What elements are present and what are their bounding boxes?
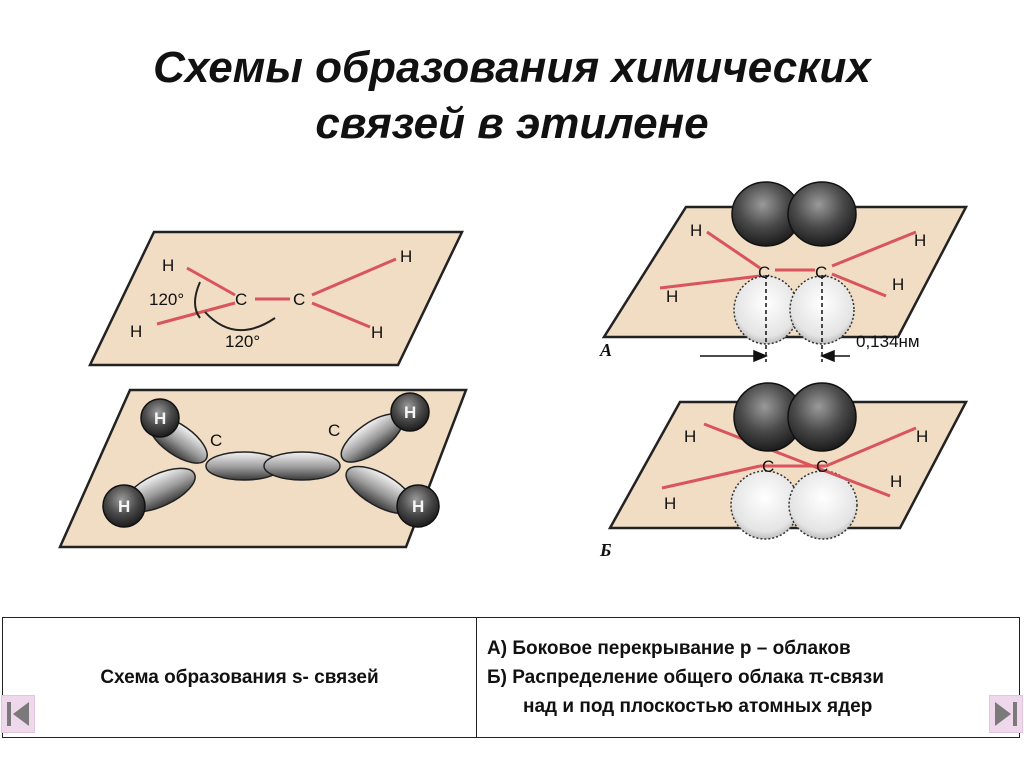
atom-label-c: C [816,457,828,476]
slide-title-line-2: связей в этилене [315,99,709,148]
pi-cloud-lower [730,470,858,540]
slide-title-line-1: Схемы образования химических [153,43,871,92]
atom-label-c: C [758,263,770,282]
atom-label-c: C [235,290,247,309]
sigma-bond-lines [659,230,917,298]
atom-label-h: H [666,287,678,306]
atom-label-c: C [762,457,774,476]
angle-label: 120° [149,290,184,309]
panel-pi-cloud-b: H H H H C C Б [599,382,969,560]
panel-letter-a: A [599,340,612,360]
panel-sigma-orbitals: H H H H C C [58,388,468,549]
slide-title: Схемы образования химических связей в эт… [0,40,1024,152]
caption-table: Схема образования s- связей А) Боковое п… [2,617,1020,738]
atom-label-h: H [916,427,928,446]
atom-label-c: C [328,421,340,440]
hydrogen-spheres [102,392,440,528]
angle-arc-icon [194,281,201,319]
angle-arc-icon [204,311,276,331]
atom-label-h: H [154,409,166,428]
atom-label-h: H [371,323,383,342]
caption-line-b: Б) Распределение общего облака π-связи [487,667,884,688]
atom-label-h: H [690,221,702,240]
panel-letter-b: Б [599,540,611,560]
p-orbital-clouds-upper [731,181,857,247]
sigma-bond-lines [661,422,917,498]
atom-label-c: C [815,263,827,282]
sigma-bond-lines [156,257,397,329]
skip-forward-icon [995,702,1017,726]
bond-length-label: 0,134нм [856,332,920,351]
atom-label-h: H [162,256,174,275]
next-slide-button[interactable] [989,695,1023,733]
atom-label-h: H [664,494,676,513]
atom-label-h: H [890,472,902,491]
caption-line-a: А) Боковое перекрывание р – облаков [487,638,851,659]
atom-label-h: H [684,427,696,446]
panel-sigma-angles: H H H H C C 120° 120° [88,230,464,367]
atom-label-h: H [892,275,904,294]
angle-label: 120° [225,332,260,351]
caption-line-b-continued: над и под плоскостью атомных ядер [523,696,873,717]
caption-sigma-bonds: Схема образования s- связей [2,617,477,738]
nucleus-axis-lines [765,275,823,362]
distance-arrow [700,349,850,363]
atom-label-h: H [130,322,142,341]
molecular-plane [601,205,969,339]
panel-pi-overlap-a: H H H H C C A 0,134нм [599,181,969,363]
atom-label-c: C [293,290,305,309]
previous-slide-button[interactable] [1,695,35,733]
ethylene-diagram: H H H H C C 120° 120° H H H H C C [58,181,969,560]
atom-label-h: H [412,497,424,516]
atom-label-h: H [118,497,130,516]
atom-label-c: C [210,431,222,450]
atom-label-h: H [400,247,412,266]
pi-cloud-upper [733,382,857,452]
skip-back-icon [7,702,29,726]
caption-pi-bonds: А) Боковое перекрывание р – облаков Б) Р… [476,617,1020,738]
atom-label-h: H [404,403,416,422]
atom-label-h: H [914,231,926,250]
